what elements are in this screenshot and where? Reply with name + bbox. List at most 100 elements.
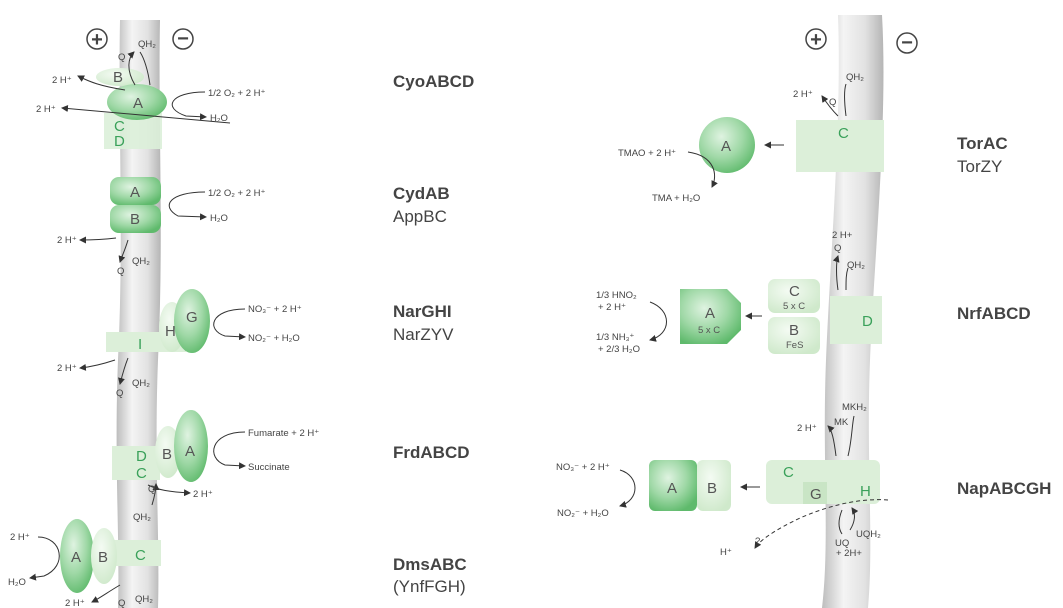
right-nap-h_plus-label: H⁺ [720, 547, 732, 558]
left-cyd-subunits-0-label: A [130, 184, 140, 201]
left-cyo-q-label: Q [118, 52, 125, 63]
right-nap-subunits-2-label: C [783, 464, 794, 481]
membrane-plus_sign-label: + [810, 29, 822, 51]
left-cyo-subunits-2-label: C [114, 118, 125, 135]
left-nar-nitrite-label: NO₂⁻ + H₂O [248, 333, 300, 344]
right-nap-uq_protons-label: + 2H+ [836, 548, 862, 559]
left-frd-fumarate-label: Fumarate + 2 H⁺ [248, 428, 319, 439]
left-cyo-subunits-0-label: A [133, 95, 143, 112]
right-tor-tma-label: TMA + H₂O [652, 193, 700, 204]
left-nar-subunits-0-label: G [186, 309, 198, 326]
right-nap-nitrate-label: NO₃⁻ + 2 H⁺ [556, 462, 610, 473]
right-nrf-subunit_a_detail-label: 5 x C [698, 325, 720, 336]
right-nap-mkh2-label: MKH₂ [842, 402, 867, 413]
left-cyo-water-label: H₂O [210, 113, 228, 124]
left-cyd-water-label: H₂O [210, 213, 228, 224]
left-frd-protons-label: 2 H⁺ [193, 489, 213, 500]
left-cyo-protons_out_top-label: 2 H⁺ [52, 75, 72, 86]
left-dms-protons_in-label: 2 H⁺ [10, 532, 30, 543]
right-nap-question-label: ? [755, 536, 760, 547]
left-nar-subunits-2-label: I [138, 336, 142, 353]
right-nrf-qh2-label: QH₂ [847, 260, 865, 271]
right-nrf-subunit_c-label: C [789, 283, 800, 300]
left-dms-subunits-0-label: A [71, 549, 81, 566]
cyo-name: CyoABCD [393, 72, 474, 91]
right-tor-subunits-1-label: C [838, 125, 849, 142]
left-frd-succinate-label: Succinate [248, 462, 290, 473]
right-nap-protons-label: 2 H⁺ [797, 423, 817, 434]
right-nrf-q-label: Q [834, 243, 841, 254]
left-dms-protons_out-label: 2 H⁺ [65, 598, 85, 608]
nap-name: NapABCGH [957, 479, 1051, 498]
left-cyd-oxygen-label: 1/2 O₂ + 2 H⁺ [208, 188, 266, 199]
right-nap-mk-label: MK [834, 417, 849, 428]
left-cyd-subunits-1-label: B [130, 211, 140, 228]
left-dms-subunits-1-label: B [98, 549, 108, 566]
left-nar-nitrate-label: NO₃⁻ + 2 H⁺ [248, 304, 302, 315]
right-nap-subunits-1-label: B [707, 480, 717, 497]
cyo-complex: B A C D [96, 68, 167, 150]
left-dms-water-label: H₂O [8, 577, 26, 588]
left-nar-qh2-label: QH₂ [132, 378, 150, 389]
right-nap-subunits-0-label: A [667, 480, 677, 497]
tor-complex: A C [699, 117, 884, 173]
left-minus-icon: − [172, 28, 194, 50]
right-nap-subunits-4-label: H [860, 483, 871, 500]
right-nap-nitrite-label: NO₂⁻ + H₂O [557, 508, 609, 519]
nrf-name: NrfABCD [957, 304, 1031, 323]
left-cyd-qh2-label: QH₂ [132, 256, 150, 267]
right-tor-tmao-label: TMAO + 2 H⁺ [618, 148, 676, 159]
left-frd-subunits-3-label: D [136, 448, 147, 465]
left-frd-q-label: Q [148, 484, 155, 495]
tor-name: TorAC [957, 134, 1008, 153]
right-minus-icon: − [896, 32, 918, 54]
cyd-complex: A B [110, 177, 161, 233]
left-frd-qh2-label: QH₂ [133, 512, 151, 523]
left-cyo-protons_out_bottom-label: 2 H⁺ [36, 104, 56, 115]
left-plus-icon: + [86, 28, 108, 51]
membrane-minus_sign-label: − [901, 32, 913, 54]
dms-name: DmsABC [393, 555, 467, 574]
left-cyo-qh2-label: QH₂ [138, 39, 156, 50]
right-nrf-nitrite_line2-label: + 2 H⁺ [598, 302, 626, 313]
right-tor-q-label: Q [829, 97, 836, 108]
frd-complex: B A D C [112, 410, 208, 482]
right-plus-icon: + [805, 28, 827, 51]
left-cyo-oxygen-label: 1/2 O₂ + 2 H⁺ [208, 88, 266, 99]
right-nrf-protons-label: 2 H+ [832, 230, 853, 241]
right-nap-uq-label: UQ [835, 538, 849, 549]
left-cyo-subunits-3-label: D [114, 133, 125, 150]
nar-complex: H G I [106, 289, 210, 353]
nar-name: NarGHI [393, 302, 452, 321]
left-nar-subunits-1-label: H [165, 323, 176, 340]
frd-name: FrdABCD [393, 443, 470, 462]
right-nrf-ammonia_line2-label: + 2/3 H₂O [598, 344, 640, 355]
right-nrf-nitrite_line1-label: 1/3 HNO₂ [596, 290, 637, 301]
left-dms-q-label: Q [118, 598, 125, 608]
cyd-name: CydAB [393, 184, 450, 203]
right-nap-uqh2-label: UQH₂ [856, 529, 881, 540]
right-nap-subunits-3-label: G [810, 486, 822, 503]
dms-complex: A B C [60, 519, 161, 593]
right-tor-qh2-label: QH₂ [846, 72, 864, 83]
left-frd-subunits-0-label: A [185, 443, 195, 460]
membrane-minus_sign-label: − [177, 28, 189, 50]
dms-alt-name: (YnfFGH) [393, 577, 466, 596]
right-nrf-subunit_b-label: B [789, 322, 799, 339]
tor-alt-name: TorZY [957, 157, 1002, 176]
right-nrf-subunit_c_detail-label: 5 x C [783, 301, 805, 312]
nar-alt-name: NarZYV [393, 325, 454, 344]
left-frd-subunits-1-label: B [162, 446, 172, 463]
right-tor-protons-label: 2 H⁺ [793, 89, 813, 100]
cyd-alt-name: AppBC [393, 207, 447, 226]
nrf-complex: A 5 x C C 5 x C B FeS D [680, 279, 882, 354]
left-nar-protons-label: 2 H⁺ [57, 363, 77, 374]
right-nrf-subunit_d-label: D [862, 313, 873, 330]
right-nrf-subunit_a-label: A [705, 305, 715, 322]
left-cyo-subunits-1-label: B [113, 69, 123, 86]
left-frd-subunits-2-label: C [136, 465, 147, 482]
left-cyd-protons-label: 2 H⁺ [57, 235, 77, 246]
nap-complex: A B C G H [649, 460, 880, 511]
right-nrf-subunit_b_detail-label: FeS [786, 340, 803, 351]
